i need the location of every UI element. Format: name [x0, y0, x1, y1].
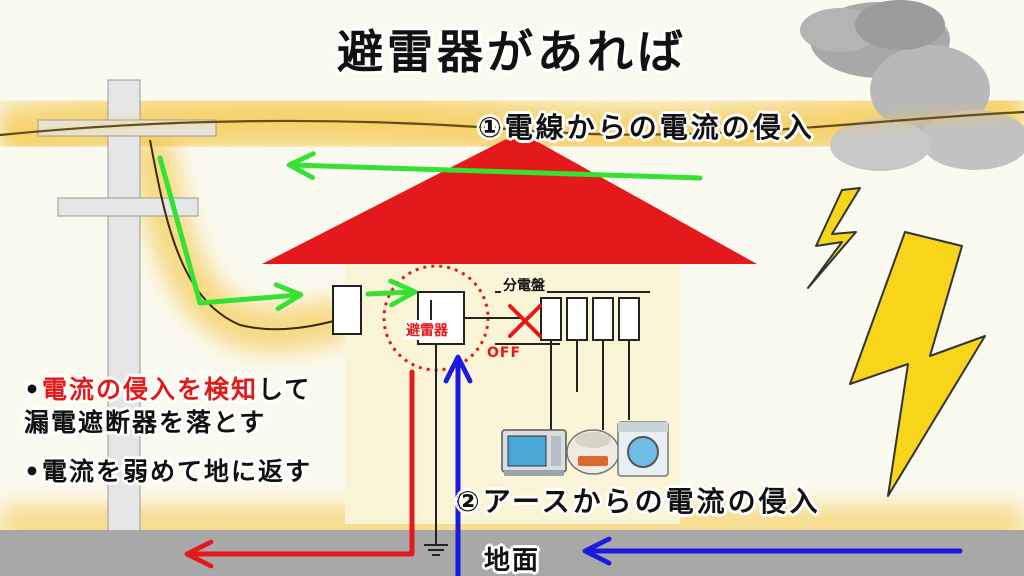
off-label: OFF [487, 345, 522, 361]
distribution-board-label: 分電盤 [501, 275, 547, 295]
surge-arrester-label: 避雷器 [405, 320, 449, 340]
note-breaker: 漏電遮断器を落とす [24, 408, 267, 437]
ground-label: 地面 [484, 546, 541, 576]
note-bullet: • [24, 375, 42, 404]
ground-return-arrow [184, 369, 415, 569]
washing-machine-icon [617, 421, 669, 477]
power-line-intrusion-label: ①電線からの電流の侵入 [478, 111, 815, 144]
microwave-icon [501, 429, 567, 476]
note-rest: して [258, 375, 312, 404]
cross-mark-icon [508, 304, 542, 338]
power-intrusion-arrow-top [286, 151, 703, 181]
power-line-glow-bright [0, 109, 1024, 138]
page-title: 避雷器があれば [337, 25, 687, 79]
ground-symbol-icon [424, 544, 448, 556]
note-detect: •電流の侵入を検知して [24, 370, 311, 406]
power-intrusion-arrow-box [365, 278, 418, 308]
lightning-bolt-icon [807, 187, 986, 497]
distribution-board [464, 291, 650, 430]
drop-wire [149, 139, 346, 331]
earth-intrusion-label: ②アースからの電流の侵入 [456, 485, 821, 518]
rice-cooker-icon [566, 429, 620, 475]
cloud-icon [800, 0, 1024, 171]
note-return: •電流を弱めて地に返す [24, 457, 312, 486]
note-highlight: 電流の侵入を検知 [41, 375, 258, 404]
meter-box [332, 285, 362, 335]
power-intrusion-arrow-drop [157, 155, 304, 312]
